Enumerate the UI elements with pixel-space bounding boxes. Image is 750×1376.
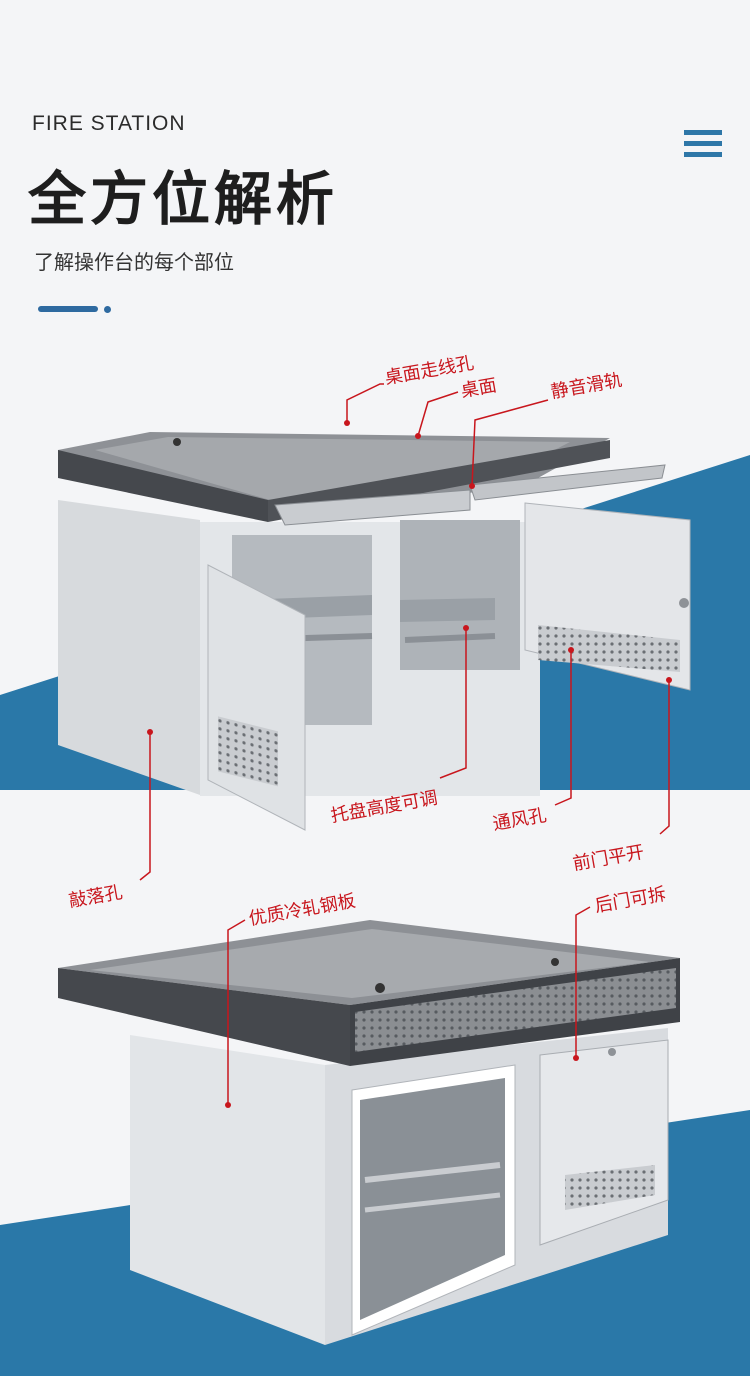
callout-steel-plate: 优质冷轧钢板 [247, 890, 357, 929]
page-subtitle: 了解操作台的每个部位 [34, 250, 234, 274]
callout-vent-holes: 通风孔 [491, 805, 548, 835]
callout-knockout-holes: 敲落孔 [67, 882, 124, 912]
callout-silent-rail: 静音滑轨 [549, 370, 624, 403]
callout-front-door: 前门平开 [571, 842, 646, 875]
header: FIRE STATION 全方位解析 了解操作台的每个部位 [0, 0, 750, 330]
menu-icon[interactable] [684, 130, 722, 164]
callout-desktop: 桌面 [459, 375, 498, 402]
page-title: 全方位解析 [28, 165, 339, 233]
cabinet-front-view [58, 432, 691, 831]
accent-bar [38, 306, 98, 312]
cabinet-rear-view [58, 920, 680, 1345]
accent-dot [104, 306, 111, 313]
callout-rear-door: 后门可拆 [593, 884, 668, 917]
eyebrow-text: FIRE STATION [32, 112, 186, 135]
